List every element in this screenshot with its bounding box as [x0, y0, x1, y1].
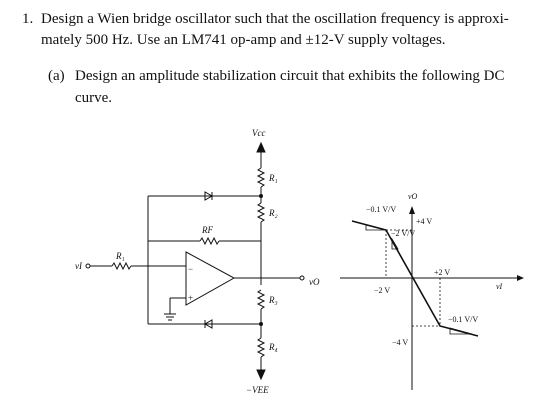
- part-a-label: (a): [48, 68, 65, 84]
- r1-input-resistor: [111, 261, 132, 271]
- plus2-label: +2 V: [434, 268, 450, 277]
- plus4-label: +4 V: [416, 217, 432, 226]
- minus2-label: −2 V: [374, 286, 390, 295]
- vo-terminal: [299, 275, 305, 281]
- vcc-arrow: [256, 141, 266, 153]
- rf-resistor: [199, 236, 220, 246]
- r1-input-label: R₁: [115, 251, 125, 261]
- top-diode: [204, 191, 214, 201]
- r4-resistor: [256, 337, 266, 358]
- vi-label: vI: [75, 261, 83, 271]
- r1-top-label: R₁: [268, 173, 278, 183]
- op-amp: [185, 251, 236, 306]
- slope-bottom-label: −0.1 V/V: [448, 315, 478, 324]
- r1-top-resistor: [256, 167, 266, 188]
- slope-top-label: −0.1 V/V: [366, 205, 396, 214]
- vee-arrow: [256, 369, 266, 381]
- minus4-label: −4 V: [392, 338, 408, 347]
- slope-mid-label: −2 V/V: [391, 229, 415, 238]
- r3-resistor: [256, 289, 266, 310]
- bottom-diode: [203, 319, 213, 329]
- problem-text-line2: mately 500 Hz. Use an LM741 op-amp and ±…: [41, 32, 446, 48]
- problem-number: 1.: [22, 11, 34, 27]
- y-axis-label: vO: [408, 192, 418, 201]
- vcc-label: Vcc: [252, 128, 266, 138]
- vo-label: vO: [309, 277, 320, 287]
- op-amp-minus: −: [188, 264, 193, 274]
- r2-label: R₂: [268, 208, 278, 218]
- part-a-text-line2: curve.: [75, 90, 113, 106]
- transfer-curve-graph: [340, 206, 524, 390]
- graph-labels: vO vI −0.1 V/V +4 V −2 V/V +2 V −2 V −0.…: [366, 192, 503, 347]
- x-axis-label: vI: [496, 282, 503, 291]
- vi-terminal: [85, 263, 91, 269]
- rf-label: RF: [201, 225, 213, 235]
- circuit-diagram: [85, 141, 305, 381]
- problem-text-line1: Design a Wien bridge oscillator such tha…: [41, 11, 509, 27]
- part-a-text-line1: Design an amplitude stabilization circui…: [75, 68, 505, 84]
- r4-label: R₄: [268, 342, 278, 352]
- circuit-labels: Vcc R₁ R₂ RF R₁ vI − + vO R₃ R₄ −VEE: [75, 128, 320, 395]
- op-amp-plus: +: [188, 293, 193, 303]
- r2-resistor: [256, 202, 266, 223]
- vee-label: −VEE: [246, 385, 269, 395]
- r3-label: R₃: [268, 295, 278, 305]
